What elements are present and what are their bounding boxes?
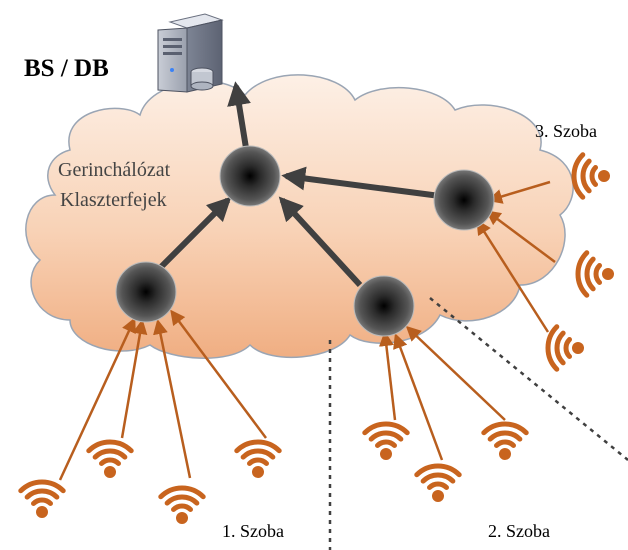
cluster-head-node-icon <box>219 145 281 207</box>
wireless-sensor-icon <box>18 479 66 518</box>
backbone-arrows <box>157 81 441 288</box>
wireless-sensor-icon <box>234 439 282 478</box>
wireless-sensor-icon <box>545 324 584 372</box>
wireless-sensor-icon <box>571 152 610 200</box>
clusterheads-label: Klaszterfejek <box>60 189 167 211</box>
wireless-sensor-icon <box>86 439 134 478</box>
wireless-sensor-icon <box>575 250 614 298</box>
bs-db-label: BS / DB <box>24 55 109 82</box>
cluster-head-node-icon <box>353 275 415 337</box>
wireless-sensor-icon <box>158 485 206 524</box>
backbone-label: Gerinchálózat <box>58 159 171 181</box>
room-3-label: 3. Szoba <box>535 121 597 141</box>
wireless-sensor-icon <box>481 421 529 460</box>
sensors-group <box>18 152 614 524</box>
sensor-arrows <box>58 180 556 481</box>
server-database-icon <box>157 13 224 93</box>
wireless-sensor-icon <box>362 421 410 460</box>
room-1-label: 1. Szoba <box>222 521 284 541</box>
cluster-head-node-icon <box>433 169 495 231</box>
cluster-head-node-icon <box>115 261 177 323</box>
wireless-sensor-icon <box>414 463 462 502</box>
room-divider-2 <box>429 297 628 461</box>
room-2-label: 2. Szoba <box>488 521 550 541</box>
